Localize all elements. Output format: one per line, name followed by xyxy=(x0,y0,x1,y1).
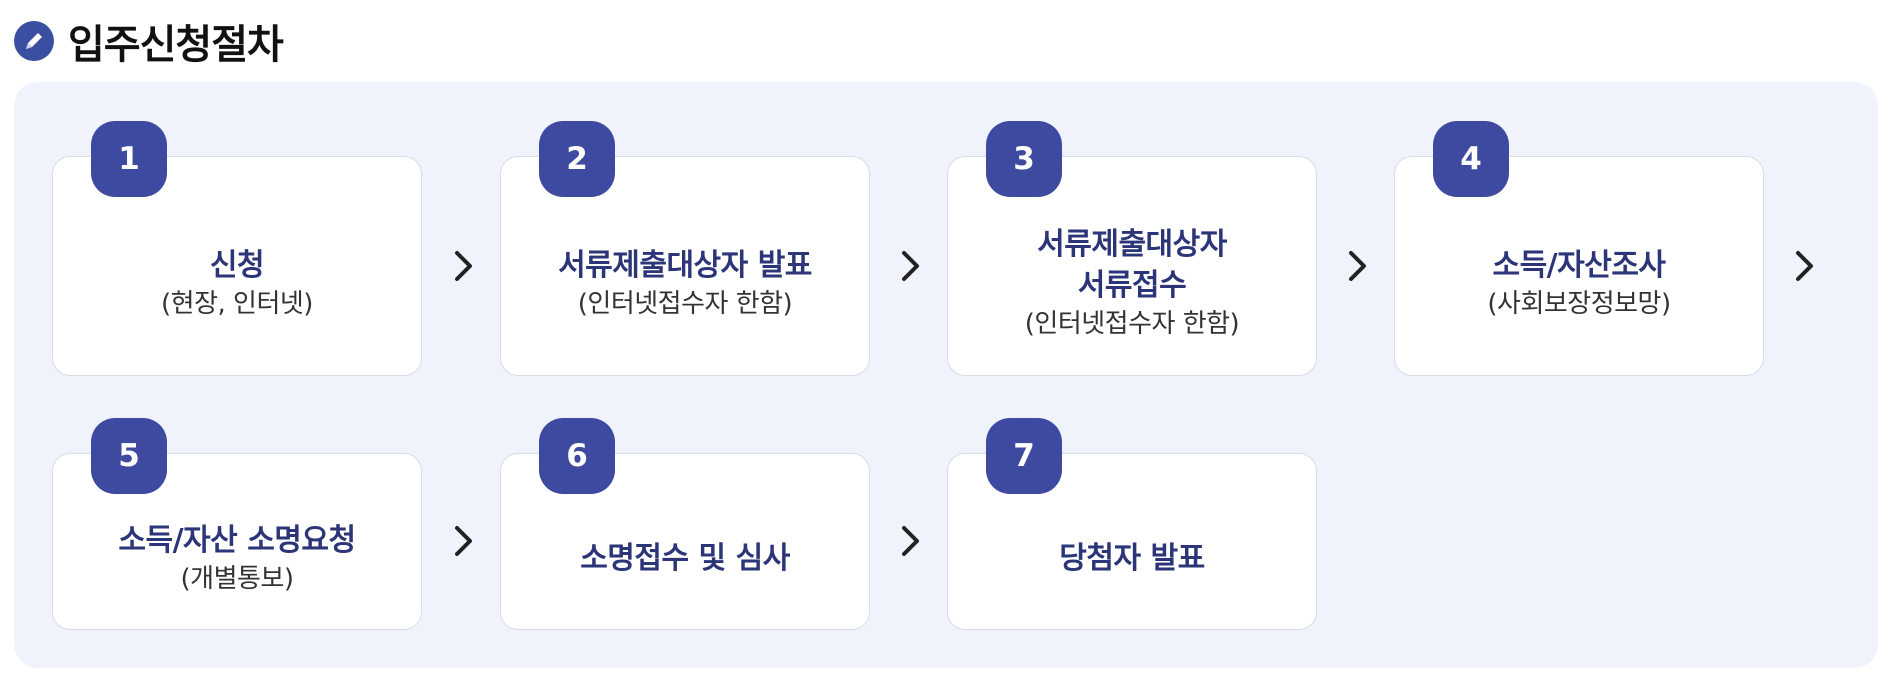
chevron-right-icon xyxy=(1789,246,1819,286)
step-card-1: 1 신청 (현장, 인터넷) xyxy=(52,121,422,376)
step-subtitle: (현장, 인터넷) xyxy=(161,288,313,319)
step-subtitle: (개별통보) xyxy=(180,564,294,594)
step-number-badge: 2 xyxy=(539,121,615,197)
step-title: 서류제출대상자 발표 xyxy=(558,247,812,283)
step-title: 서류제출대상자 서류접수 xyxy=(1037,227,1227,303)
step-number-badge: 7 xyxy=(986,418,1062,494)
step-card-4: 4 소득/자산조사 (사회보장정보망) xyxy=(1394,121,1764,376)
step-card-3: 3 서류제출대상자 서류접수 (인터넷접수자 한함) xyxy=(947,121,1317,376)
page-heading: 입주신청절차 xyxy=(14,14,284,68)
step-card-2: 2 서류제출대상자 발표 (인터넷접수자 한함) xyxy=(500,121,870,376)
step-number-badge: 4 xyxy=(1433,121,1509,197)
chevron-right-icon xyxy=(1342,246,1372,286)
step-number-badge: 1 xyxy=(91,121,167,197)
pencil-circle-icon xyxy=(14,21,54,61)
step-subtitle: (인터넷접수자 한함) xyxy=(577,288,793,319)
chevron-right-icon xyxy=(895,246,925,286)
step-title: 소득/자산 소명요청 xyxy=(118,523,356,558)
step-number-badge: 5 xyxy=(91,418,167,494)
page-title: 입주신청절차 xyxy=(68,22,284,68)
step-card-5: 5 소득/자산 소명요청 (개별통보) xyxy=(52,418,422,630)
step-title: 당첨자 발표 xyxy=(1059,541,1205,576)
step-subtitle: (인터넷접수자 한함) xyxy=(1024,309,1240,339)
step-subtitle: (사회보장정보망) xyxy=(1487,288,1671,319)
step-title: 소득/자산조사 xyxy=(1492,247,1666,283)
chevron-right-icon xyxy=(448,521,478,561)
step-card-7: 7 당첨자 발표 xyxy=(947,418,1317,630)
step-title: 소명접수 및 심사 xyxy=(580,541,790,576)
chevron-right-icon xyxy=(895,521,925,561)
step-number-badge: 6 xyxy=(539,418,615,494)
chevron-right-icon xyxy=(448,246,478,286)
step-number-badge: 3 xyxy=(986,121,1062,197)
step-title: 신청 xyxy=(209,247,265,283)
step-card-6: 6 소명접수 및 심사 xyxy=(500,418,870,630)
